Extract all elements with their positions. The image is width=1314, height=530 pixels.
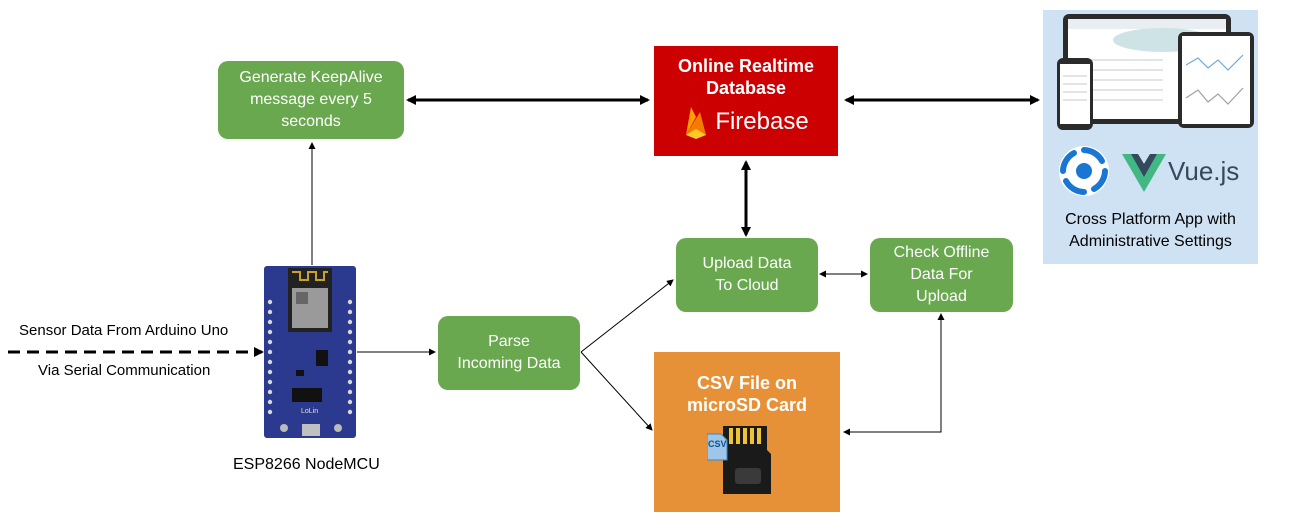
csv-node: CSV File on microSD Card CSV xyxy=(654,352,840,512)
upload-node: Upload Data To Cloud xyxy=(676,238,818,312)
microsd-card-icon xyxy=(706,426,771,494)
board-brand: LoLin xyxy=(301,408,319,415)
app-panel-caption: Cross Platform App with Administrative S… xyxy=(1065,211,1236,250)
quasar-logo-icon xyxy=(1059,146,1109,196)
nodemcu-board-graphic xyxy=(267,268,353,436)
app-panel: Vue.js Cross Platform App with Administr… xyxy=(1043,10,1258,264)
database-node: Online Realtime Database Firebase xyxy=(654,46,838,156)
upload-label: Upload Data To Cloud xyxy=(702,255,792,294)
sensor-label-top: Sensor Data From Arduino Uno xyxy=(19,322,229,339)
nodemcu-caption: ESP8266 NodeMCU xyxy=(233,456,380,473)
vue-wordmark: Vue.js xyxy=(1168,156,1240,186)
parse-label: Parse Incoming Data xyxy=(457,333,561,372)
check-csv-arrow xyxy=(843,313,945,436)
sensor-label-bottom: Via Serial Communication xyxy=(38,362,211,379)
firebase-logo: Firebase xyxy=(683,105,809,139)
vue-logo-icon xyxy=(1122,154,1166,192)
database-title: Online Realtime Database xyxy=(677,56,815,98)
parse-upload-arrow xyxy=(580,279,674,353)
check-offline-node: Check Offline Data For Upload xyxy=(870,238,1013,312)
parse-node: Parse Incoming Data xyxy=(438,316,580,390)
keepalive-node: Generate KeepAlive message every 5 secon… xyxy=(218,61,404,139)
parse-csv-arrow xyxy=(580,351,653,431)
keepalive-label: Generate KeepAlive message every 5 secon… xyxy=(239,69,383,130)
csv-badge: CSV xyxy=(708,439,727,449)
csv-title: CSV File on microSD Card xyxy=(686,373,808,415)
microsd-graphic: CSV xyxy=(706,422,787,498)
firebase-wordmark: Firebase xyxy=(715,108,809,135)
device-mockups xyxy=(1057,14,1254,130)
nodemcu-board: LoLin xyxy=(264,266,356,438)
firebase-flame-icon xyxy=(686,107,707,139)
check-offline-label: Check Offline Data For Upload xyxy=(893,244,990,305)
